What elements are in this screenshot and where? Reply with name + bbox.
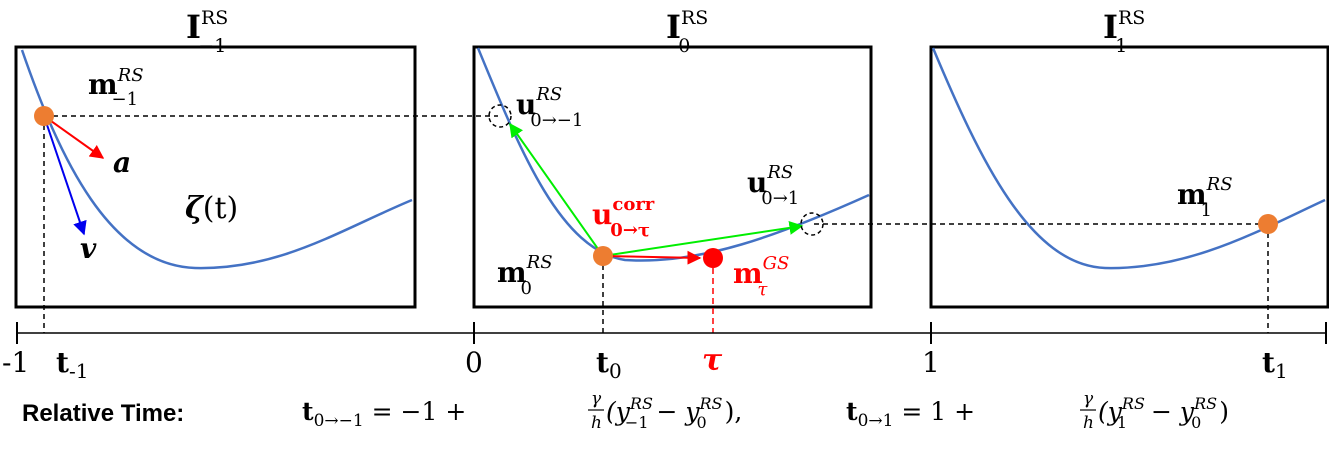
label-t-neg1: t-1	[56, 346, 88, 383]
curve-left	[20, 49, 413, 270]
panel-right-frame	[929, 45, 1329, 309]
tick-label-0: 0	[465, 346, 483, 379]
curve-middle	[476, 47, 870, 262]
label-vector-a: a	[113, 146, 131, 179]
panel-middle-frame	[472, 45, 873, 309]
equation-part3: t0→1 = 1 +	[846, 397, 975, 431]
target-circle-neg	[488, 104, 512, 128]
point-m0	[593, 246, 613, 266]
frac2-h: h	[1083, 413, 1094, 433]
label-tau: τ	[702, 343, 723, 378]
point-m1	[1258, 214, 1278, 234]
green-arrow-neg	[509, 122, 604, 257]
relative-time-label: Relative Time:	[22, 400, 184, 427]
title-left: IRS−1	[186, 7, 228, 57]
label-zeta: ζ(t)	[185, 191, 238, 226]
point-m-neg1	[34, 106, 54, 126]
target-circle-pos	[800, 212, 824, 236]
frac1-gamma: γ	[591, 389, 602, 409]
frac2-gamma: γ	[1083, 389, 1094, 409]
equation-part1: t0→−1 = −1 +	[302, 397, 466, 431]
panel-left-frame	[14, 45, 417, 309]
label-t0: t0	[596, 346, 622, 383]
label-m-neg1: mRS−1	[88, 65, 144, 110]
tick-label-1: 1	[922, 346, 940, 379]
corr-arrow	[602, 250, 702, 265]
vector-a-arrow	[43, 115, 105, 159]
tick-label-neg1: -1	[2, 346, 29, 379]
point-mgs	[703, 248, 723, 268]
label-t1: t1	[1262, 346, 1288, 383]
curve-right	[931, 47, 1326, 270]
label-vector-v: v	[80, 232, 97, 265]
vector-v-arrow	[43, 115, 87, 236]
green-arrow-pos	[602, 220, 804, 257]
frac1-h: h	[591, 413, 602, 433]
